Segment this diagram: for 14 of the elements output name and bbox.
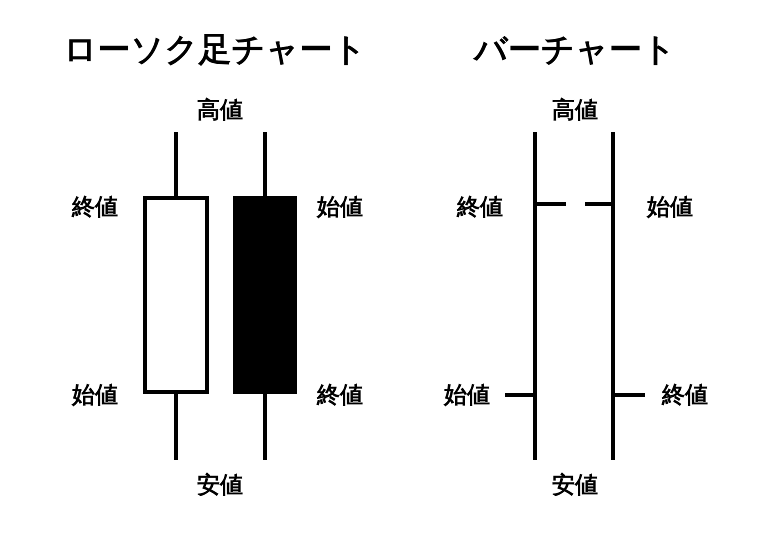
price-label: 始値 <box>317 194 363 222</box>
price-label: 始値 <box>72 382 118 410</box>
price-label: 始値 <box>647 194 693 222</box>
price-label: 高値 <box>552 96 598 126</box>
price-label: 安値 <box>197 472 243 500</box>
price-label: 終値 <box>72 194 118 222</box>
chart-heading: バーチャート <box>474 28 676 70</box>
price-label: 終値 <box>662 382 708 410</box>
price-label: 高値 <box>197 96 243 126</box>
price-label: 終値 <box>457 194 503 222</box>
price-label: 安値 <box>552 472 598 500</box>
price-label: 始値 <box>444 382 490 410</box>
chart-heading: ローソク足チャート <box>64 28 366 70</box>
price-label: 終値 <box>317 382 363 410</box>
